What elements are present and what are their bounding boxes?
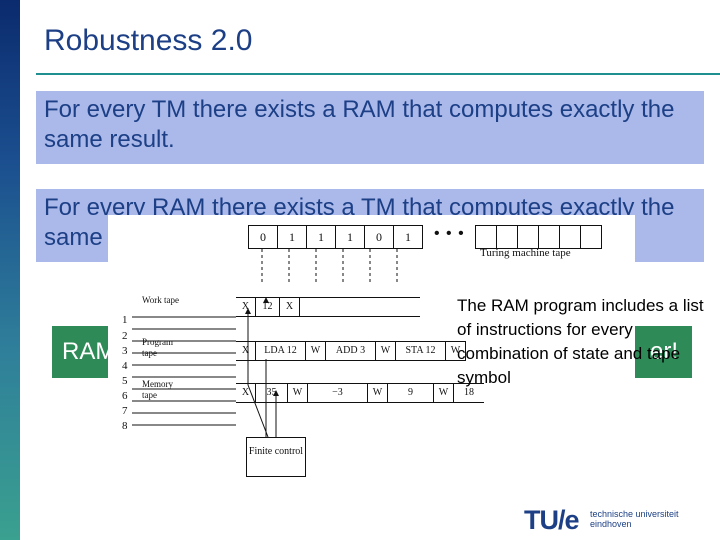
row-number: 3 [122,345,128,357]
row-number: 5 [122,375,128,387]
row-number: 2 [122,330,128,342]
work-tape-cell: 12 [256,298,280,316]
tm-tape-cell: 1 [306,225,336,249]
row-number: 1 [122,314,128,326]
program-tape-cell: LDA 12 [256,342,306,360]
program-tape-cell: ADD 3 [326,342,376,360]
work-tape-blank [300,298,420,316]
program-tape-cell: W [376,342,396,360]
memory-tape-cell: W [368,384,388,402]
memory-tape-cell: 35 [256,384,288,402]
tue-logo: TU/e [524,505,580,535]
work-tape-cell: X [236,298,256,316]
work-tape-cell: X [280,298,300,316]
memory-tape-cell: W [288,384,308,402]
tm-ram-diagram: 0 1 1 1 0 1 • • • Turing machine tape 1 … [108,215,635,483]
callout-text: The RAM program includes a list of instr… [457,296,704,387]
highlight-box-left-text: RAM [62,338,116,365]
memory-tape: X 35 W −3 W 9 W 18 [236,383,484,403]
title-divider [36,73,720,75]
tm-tape-continuation [475,225,602,249]
program-tape-cell: X [236,342,256,360]
statement-tm-to-ram: For every TM there exists a RAM that com… [36,91,704,164]
memory-tape-cell: X [236,384,256,402]
memory-tape-cell: W [434,384,454,402]
tape-continuation-dots: • • • [434,225,465,242]
tm-tape-cell: 0 [364,225,394,249]
row-number: 6 [122,390,128,402]
work-tape: X 12 X [236,297,420,317]
row-number: 7 [122,405,128,417]
row-number: 8 [122,420,128,432]
tm-tape-cell: 1 [393,225,423,249]
program-tape-cell: W [446,342,466,360]
memory-tape-label: Memory tape [142,379,173,400]
left-accent-bar [0,0,20,540]
work-tape-label: Work tape [142,295,180,305]
memory-tape-cell: −3 [308,384,368,402]
program-tape-label: Program tape [142,337,173,358]
tm-tape-cell: 1 [335,225,365,249]
program-tape: X LDA 12 W ADD 3 W STA 12 W [236,341,466,361]
diagram-lines [132,249,398,438]
tm-tape-cell: 1 [277,225,307,249]
turing-machine-tape: 0 1 1 1 0 1 [248,225,428,249]
program-tape-cell: W [306,342,326,360]
finite-control-box: Finite control [246,437,306,477]
program-tape-cell: STA 12 [396,342,446,360]
row-number: 4 [122,360,128,372]
tm-tape-cell: 0 [248,225,278,249]
tm-tape-label: Turing machine tape [480,247,571,259]
memory-tape-cell: 9 [388,384,434,402]
highlight-box-right-text: er! [649,338,678,365]
slide-title: Robustness 2.0 [44,24,253,57]
memory-tape-cell: 18 [464,387,474,398]
tue-logo-subtitle: technische universiteit eindhoven [590,509,679,529]
